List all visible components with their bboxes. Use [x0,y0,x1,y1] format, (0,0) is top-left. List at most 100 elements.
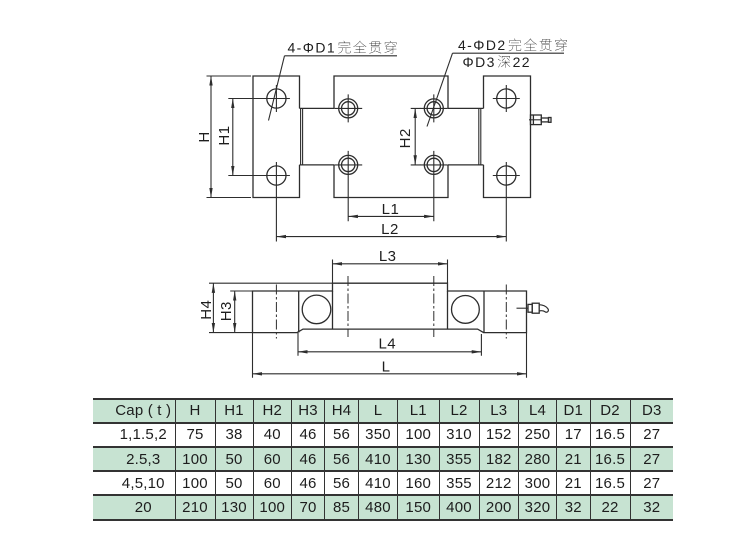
table-cell: 32 [556,495,590,520]
table-cell: 56 [324,446,359,472]
table-cell: 150 [397,495,439,520]
table-cell: 46 [291,471,325,496]
table-cell: 38 [214,422,253,447]
top-view-drawing: H H1 H2 L1 L2 [196,37,567,242]
table-header-cell: D3 [629,399,673,423]
table-header-cell: Cap ( t ) [115,402,172,420]
dim-h4: H4 [198,282,333,334]
table-cell: 130 [397,446,439,472]
table-cell: 16.5 [589,422,630,447]
table-cell: 310 [438,422,479,447]
table-header-cell: H3 [291,399,325,423]
table-cell: 400 [438,495,479,520]
dim-l1: L1 [347,201,435,219]
top-view-right-tab [448,107,484,166]
top-view-left-plate [252,75,301,199]
table-cell: 100 [174,471,215,496]
table-cell: 50 [214,471,253,496]
table-cell: 182 [478,446,519,472]
table-header-cell: H [174,399,215,423]
table-header-cell: L4 [518,399,557,423]
table-cell: 16.5 [589,471,630,496]
table-cell: 70 [291,495,325,520]
top-view-right-tab-end [478,108,482,165]
dim-label-h2: H2 [397,128,414,148]
table-cell: 100 [174,446,215,472]
dim-l: L [251,333,528,378]
callout-d2-text-line1: 4-ΦD2 [458,37,567,53]
svg-text:4-ΦD2: 4-ΦD2 [458,37,507,53]
table-cell: 17 [556,422,590,447]
dim-l3: L3 [331,248,449,283]
table-header-cell: L3 [478,399,519,423]
table-cell: 4,5,10 [121,474,165,492]
table-cell: 60 [252,446,292,472]
table-cell: 410 [358,446,398,472]
dim-label-l1: L1 [382,201,400,218]
table-cell: 355 [438,471,479,496]
table-cell: 21 [556,446,590,472]
table-header-cell: H2 [252,399,292,423]
dim-label-l: L [382,358,391,375]
cable [539,304,549,313]
dim-l2: L2 [276,221,507,239]
table-cell: 32 [629,495,673,520]
table-cell: 152 [478,422,519,447]
table-cell: 22 [589,495,630,520]
table-cell: 21 [556,471,590,496]
table-cell: 20 [134,499,152,517]
side-view-right-hole [450,294,480,324]
table-cell: 200 [478,495,519,520]
table-cell: 2.5,3 [126,450,161,468]
table-cell: 280 [518,446,557,472]
table-cell: 50 [214,446,253,472]
table-cell: 212 [478,471,519,496]
table-cell: 350 [358,422,398,447]
table-cell: 56 [324,422,359,447]
table-header-cell: L2 [438,399,479,423]
table-cell: 27 [629,446,673,472]
table-cell: 355 [438,446,479,472]
table-cell: 27 [629,422,673,447]
top-view-center-body [333,75,449,199]
table-cell: 85 [324,495,359,520]
table-header-cell: L1 [397,399,439,423]
table-cell: 320 [518,495,557,520]
table-cell: 100 [397,422,439,447]
table-cell: 46 [291,446,325,472]
table-cell: 56 [324,471,359,496]
table-header-cell: D2 [589,399,630,423]
side-view-drawing: H4 H3 L3 L4 [198,248,549,378]
svg-text:4-ΦD1: 4-ΦD1 [288,40,337,56]
dim-label-l4: L4 [378,336,396,353]
dim-h1: H1 [216,97,263,177]
dim-l4: L4 [297,333,482,356]
dim-label-l3: L3 [379,248,397,265]
table-cell: 300 [518,471,557,496]
center-body-holes [334,94,448,222]
table-cell: 410 [358,471,398,496]
dim-h2: H2 [397,107,421,166]
callout-d1-text: 4-ΦD1 [288,40,397,56]
callout-d1: 4-ΦD1 [267,40,397,121]
table-cell: 16.5 [589,446,630,472]
dim-label-h3: H3 [218,301,235,321]
table-cell: 27 [629,471,673,496]
dim-label-h4: H4 [198,300,215,320]
table-cell: 1,1.5,2 [119,426,167,444]
svg-text:22: 22 [513,54,531,70]
dim-h: H [196,75,251,199]
dim-h3: H3 [218,290,253,333]
side-view-center-block-edges [331,291,449,330]
table-cell: 250 [518,422,557,447]
table-header-cell: L [358,399,398,423]
side-view-plate-seams [298,291,485,333]
